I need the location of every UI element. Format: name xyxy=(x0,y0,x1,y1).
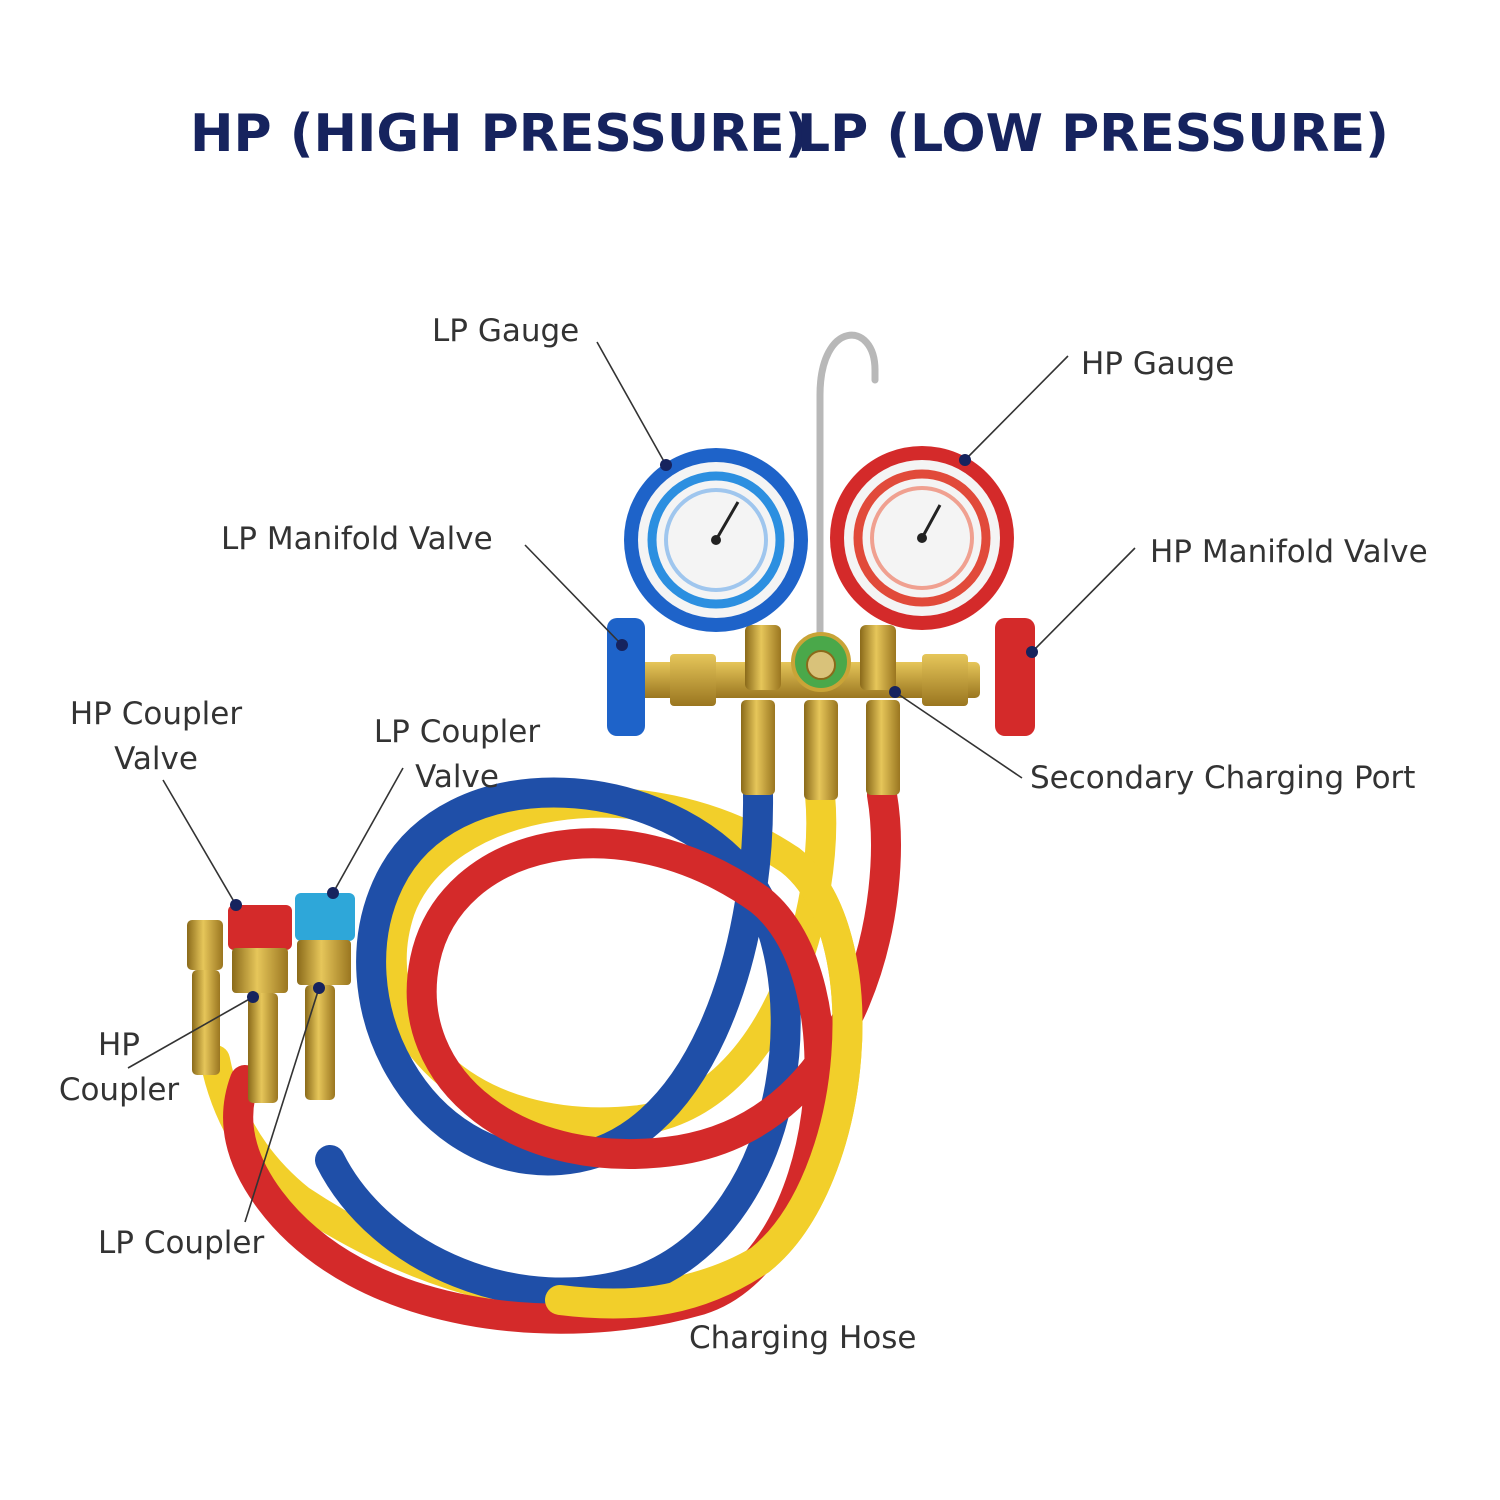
hp-coupler-valve-label: HP Coupler Valve xyxy=(66,692,246,782)
center-hose-fitting xyxy=(804,700,838,800)
secondary-charging-port-label: Secondary Charging Port xyxy=(1030,760,1416,796)
lp-valve-nut xyxy=(670,654,716,706)
red-hose xyxy=(223,780,901,1334)
lp-hose-fitting xyxy=(741,700,775,795)
hanger-hook xyxy=(816,331,879,654)
sight-glass-lens xyxy=(806,650,836,680)
lp-coupler-valve-label: LP Coupler Valve xyxy=(369,710,545,800)
hp-coupler-label-line1: HP xyxy=(97,1027,140,1063)
lp-manifold-valve-label: LP Manifold Valve xyxy=(221,521,493,557)
hp-hose-fitting xyxy=(866,700,900,795)
lp-coupler-label: LP Coupler xyxy=(98,1225,265,1261)
hp-manifold-valve-label: HP Manifold Valve xyxy=(1150,534,1428,570)
charging-hose-label: Charging Hose xyxy=(689,1320,917,1356)
hp-coupler-label-line2: Coupler xyxy=(58,1071,180,1108)
hp-valve-nut xyxy=(922,654,968,706)
hp-gauge-label: HP Gauge xyxy=(1081,346,1235,382)
leader-dots xyxy=(230,454,1038,1003)
lp-heading: LP (LOW PRESSURE) xyxy=(797,104,1389,164)
hp-heading: HP (HIGH PRESSURE) xyxy=(190,104,809,164)
hp-coupler-label: HP Coupler xyxy=(55,1023,183,1113)
hp-gauge-graphic xyxy=(830,446,1014,630)
hp-coupler-valve-label-line2: Valve xyxy=(114,740,198,777)
lp-coupler-valve-label-line1: LP Coupler xyxy=(373,714,541,750)
lp-coupler-graphic xyxy=(295,893,355,1100)
lp-coupler-valve-label-line2: Valve xyxy=(415,758,499,795)
lp-manifold-knob xyxy=(607,618,645,736)
spare-coupler-fitting xyxy=(187,920,223,1075)
hp-coupler-graphic xyxy=(228,905,292,1103)
lp-gauge-graphic xyxy=(624,448,808,632)
yellow-hose-front xyxy=(545,845,863,1319)
hp-manifold-knob xyxy=(995,618,1035,736)
leader-lines xyxy=(127,341,1136,1223)
hp-coupler-valve-label-line1: HP Coupler xyxy=(69,696,243,732)
lp-gauge-label: LP Gauge xyxy=(432,313,580,349)
hp-stem xyxy=(860,625,896,690)
lp-stem xyxy=(745,625,781,690)
